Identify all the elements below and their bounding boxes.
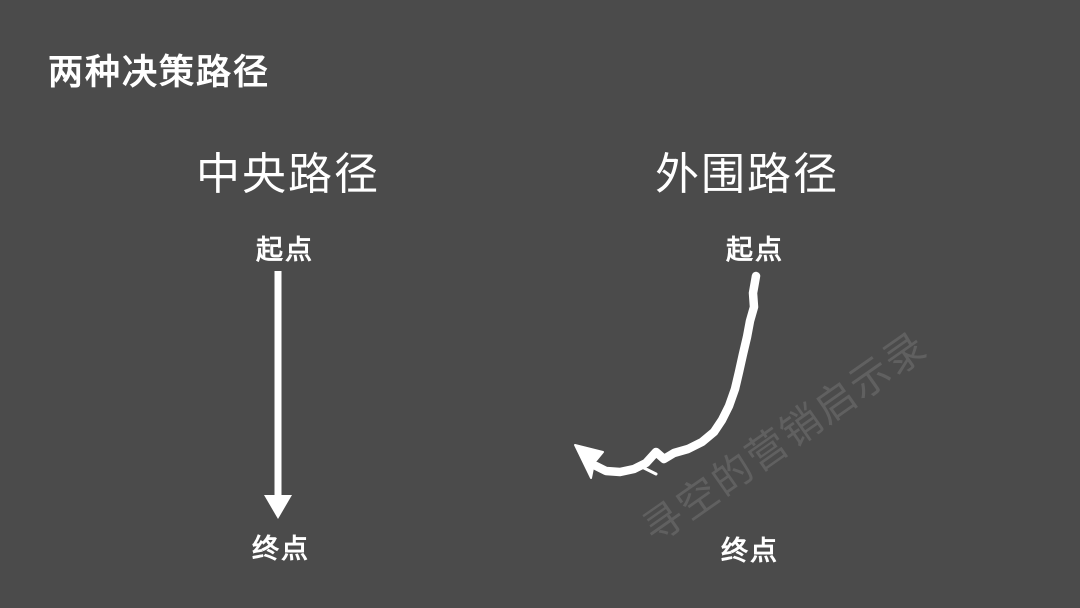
central-start-label: 起点 xyxy=(256,235,314,265)
column-header-central-path: 中央路径 xyxy=(196,150,380,199)
column-header-peripheral-path: 外围路径 xyxy=(655,150,839,199)
peripheral-start-label: 起点 xyxy=(726,235,784,265)
wavy-detour-arrow-icon xyxy=(574,271,761,479)
straight-down-arrow-icon xyxy=(264,271,292,519)
slide-title: 两种决策路径 xyxy=(48,53,271,92)
central-end-label: 终点 xyxy=(252,534,310,564)
peripheral-end-label: 终点 xyxy=(721,536,779,566)
